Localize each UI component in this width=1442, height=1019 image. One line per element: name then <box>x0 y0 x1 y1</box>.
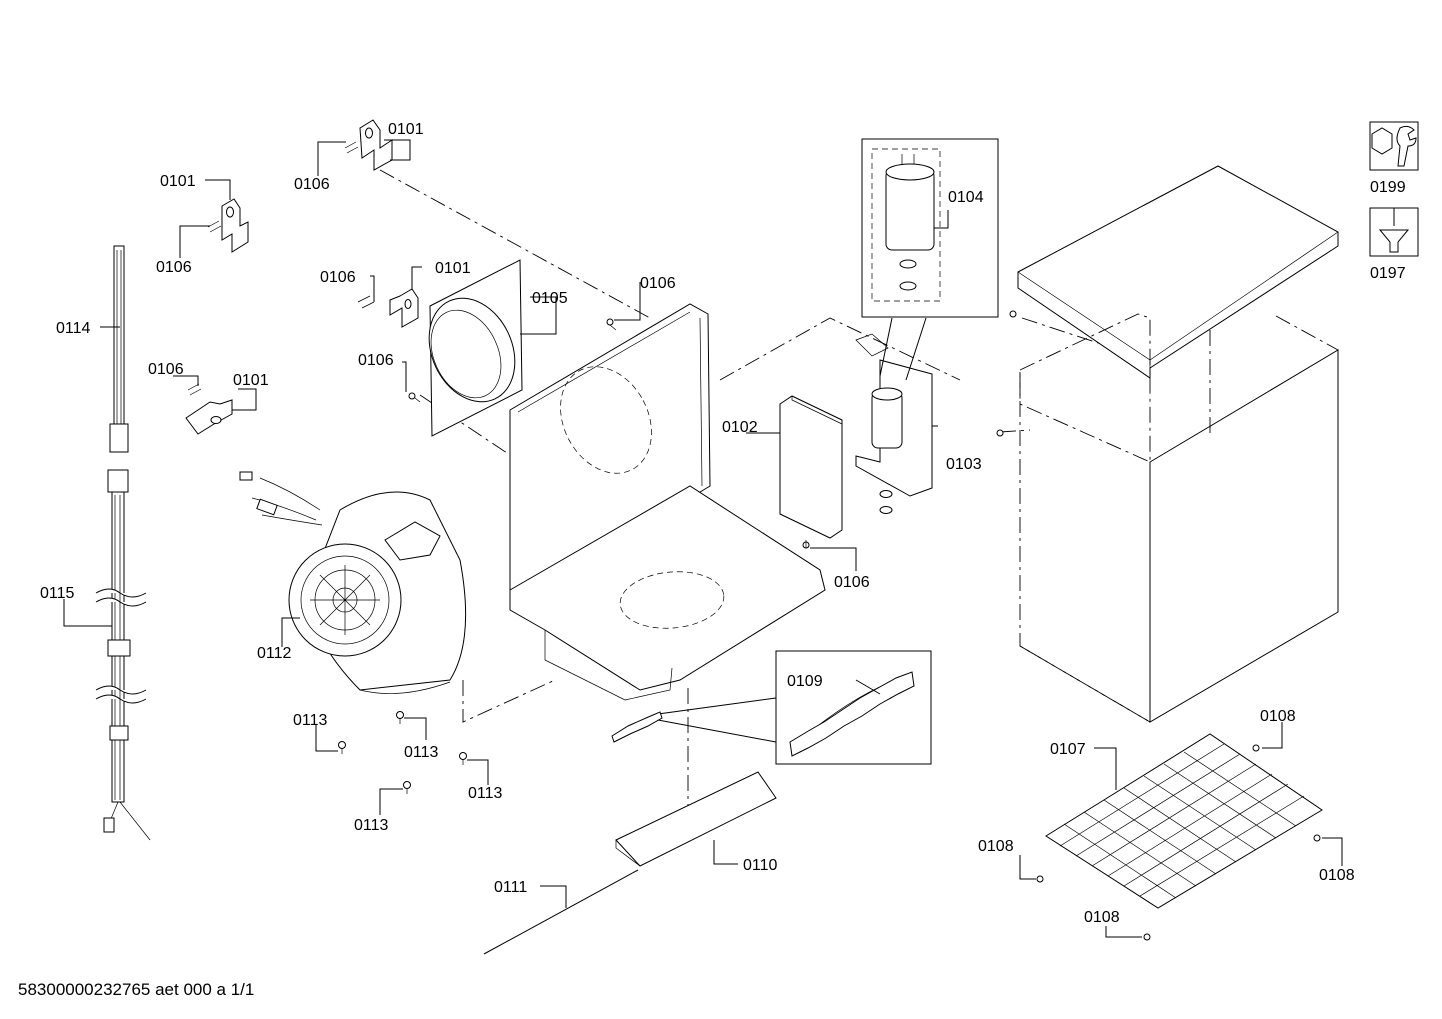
label-0108-left: 0108 <box>978 838 1014 855</box>
label-0110: 0110 <box>743 857 778 874</box>
label-0108-bottom: 0108 <box>1084 909 1120 926</box>
label-0109: 0109 <box>787 673 823 690</box>
label-0107: 0107 <box>1050 741 1086 758</box>
label-0113-b: 0113 <box>404 744 439 761</box>
label-0111: 0111 <box>494 879 527 896</box>
screw-0113-a <box>396 711 404 724</box>
screw-0106-filter <box>802 540 810 549</box>
spring-detail-box <box>611 650 932 765</box>
label-0108-right: 0108 <box>1319 867 1355 884</box>
label-0115: 0115 <box>40 585 75 602</box>
screw-0108-c <box>1313 834 1321 842</box>
capacitor-bracket <box>855 333 933 514</box>
fan-motor <box>239 471 467 694</box>
screw-cabinet-top <box>1009 310 1017 318</box>
label-0106-filter: 0106 <box>834 574 870 591</box>
screw-0113-c <box>459 752 467 765</box>
label-0106-fan-bracket: 0106 <box>320 269 356 286</box>
label-0102: 0102 <box>722 419 758 436</box>
hinge-bracket-left-lower <box>185 383 233 435</box>
label-0106-left-lower: 0106 <box>148 361 184 378</box>
screws <box>338 310 1321 941</box>
part-labels: 0101 0106 0101 0106 0114 0106 0101 0115 … <box>40 121 1406 926</box>
label-0104: 0104 <box>948 189 984 206</box>
wire-grid-shelf <box>1045 733 1323 909</box>
label-0106-top: 0106 <box>294 176 330 193</box>
label-0101-fan-bracket: 0101 <box>435 260 471 277</box>
document-footer-code: 58300000232765 aet 000 a 1/1 <box>18 980 255 999</box>
label-0108-top: 0108 <box>1260 708 1296 725</box>
label-0197: 0197 <box>1370 265 1406 282</box>
fan-flange-plate <box>428 259 523 437</box>
label-0106-panel-screw: 0106 <box>640 275 676 292</box>
screw-0106-fan <box>408 392 421 403</box>
guide-rod <box>483 869 639 955</box>
drip-tray <box>615 771 777 867</box>
housing-cabinet <box>1017 165 1339 723</box>
screw-0113-b <box>338 741 346 754</box>
hinge-bracket-fan <box>357 288 419 328</box>
screw-cabinet-side <box>996 429 1004 437</box>
leader-lines <box>63 139 1343 938</box>
label-0101-left-lower: 0101 <box>233 372 269 389</box>
label-0113-a: 0113 <box>293 712 328 729</box>
screw-0113-d <box>403 781 411 794</box>
cable-harness <box>95 245 151 841</box>
screw-0108-b <box>1036 875 1044 883</box>
wrench-nut-icon <box>1369 121 1419 171</box>
screwdriver-icon <box>1369 207 1419 257</box>
hinge-bracket-left-upper <box>207 198 249 253</box>
label-0113-c: 0113 <box>468 785 503 802</box>
label-0106-fan-screw: 0106 <box>358 352 394 369</box>
label-0114: 0114 <box>56 320 91 337</box>
filter-pad <box>779 395 843 539</box>
screw-0108-d <box>1143 933 1151 941</box>
label-0113-d: 0113 <box>354 817 389 834</box>
label-0105: 0105 <box>532 290 568 307</box>
label-0101-top: 0101 <box>388 121 424 138</box>
label-0106-left-upper: 0106 <box>156 259 192 276</box>
label-0103: 0103 <box>946 456 982 473</box>
capacitor-detail-box <box>861 138 999 381</box>
screw-0108-a <box>1252 744 1260 752</box>
hinge-bracket-top <box>344 119 393 171</box>
screw-0106-upper <box>606 318 617 331</box>
assembly-lines <box>379 169 1151 820</box>
label-0199: 0199 <box>1370 179 1406 196</box>
label-0112: 0112 <box>257 645 292 662</box>
back-panel <box>509 303 826 701</box>
label-0101-left-upper: 0101 <box>160 173 196 190</box>
